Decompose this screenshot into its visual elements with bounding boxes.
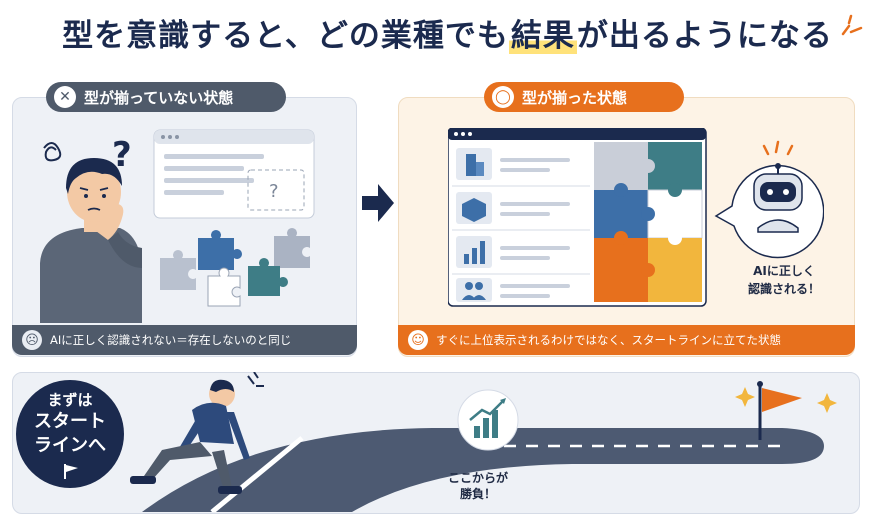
- ai-caption-line2: 認識される！: [747, 282, 820, 296]
- runner-figure: [130, 372, 264, 494]
- badge-line1: まずは: [47, 391, 93, 409]
- badge-line3: ラインへ: [34, 435, 106, 456]
- ai-robot-illustration: [714, 140, 824, 259]
- aligned-caption-text: すぐに上位表示されるわけではなく、スタートラインに立てた状態: [436, 333, 781, 347]
- unaligned-state-label: ✕ 型が揃っていない状態: [46, 82, 286, 112]
- goal-flag-icon: [735, 381, 837, 440]
- chart-caption-line1: ここからが: [448, 471, 509, 485]
- aligned-state-caption: ☺ すぐに上位表示されるわけではなく、スタートラインに立てた状態: [398, 325, 855, 355]
- building-icon: [456, 148, 492, 180]
- close-icon: ✕: [54, 86, 76, 108]
- svg-text:?: ?: [269, 181, 279, 202]
- people-icon: [456, 278, 492, 302]
- unaligned-state-caption: ☹ AIに正しく認識されない＝存在しないのと同じ: [12, 325, 357, 355]
- scattered-puzzle-pieces: [160, 228, 310, 307]
- small-flag-icon: [64, 464, 78, 479]
- circle-icon: ◯: [492, 86, 514, 108]
- question-mark-icon: ?: [112, 135, 132, 175]
- badge-line2: スタート: [34, 411, 106, 432]
- chart-caption: ここからが 勝負！: [448, 470, 508, 502]
- sad-face-icon: ☹: [22, 330, 42, 350]
- title-after: が出るようになる: [576, 18, 833, 54]
- organized-page-illustration: [448, 128, 707, 307]
- ai-caption-line1: AIに正しく: [753, 264, 815, 278]
- aligned-state-title: 型が揃った状態: [522, 88, 628, 107]
- title-before: 型を意識すると、どの業種でも: [62, 18, 509, 54]
- unaligned-caption-text: AIに正しく認識されない＝存在しないのと同じ: [50, 333, 292, 347]
- bar-chart-icon: [456, 236, 492, 268]
- aligned-state-label: ◯ 型が揃った状態: [484, 82, 684, 112]
- chart-caption-line2: 勝負！: [459, 487, 496, 501]
- page-title: 型を意識すると、どの業種でも結果が出るようになる: [0, 10, 895, 55]
- ai-recognized-caption: AIに正しく 認識される！: [746, 262, 822, 298]
- assembled-puzzle: [594, 142, 703, 302]
- arrow-right-icon: [362, 184, 394, 222]
- start-line-badge: まずは スタート ラインへ: [16, 380, 124, 488]
- sparkle-lines-icon: [841, 14, 863, 36]
- title-highlight: 結果: [508, 18, 577, 54]
- road-illustration: [130, 372, 837, 512]
- confused-person-illustration: ? ?: [40, 129, 315, 323]
- smile-face-icon: ☺: [408, 330, 428, 350]
- growth-chart-icon: [457, 389, 519, 451]
- unaligned-state-title: 型が揃っていない状態: [84, 88, 234, 107]
- box-icon: [456, 192, 492, 224]
